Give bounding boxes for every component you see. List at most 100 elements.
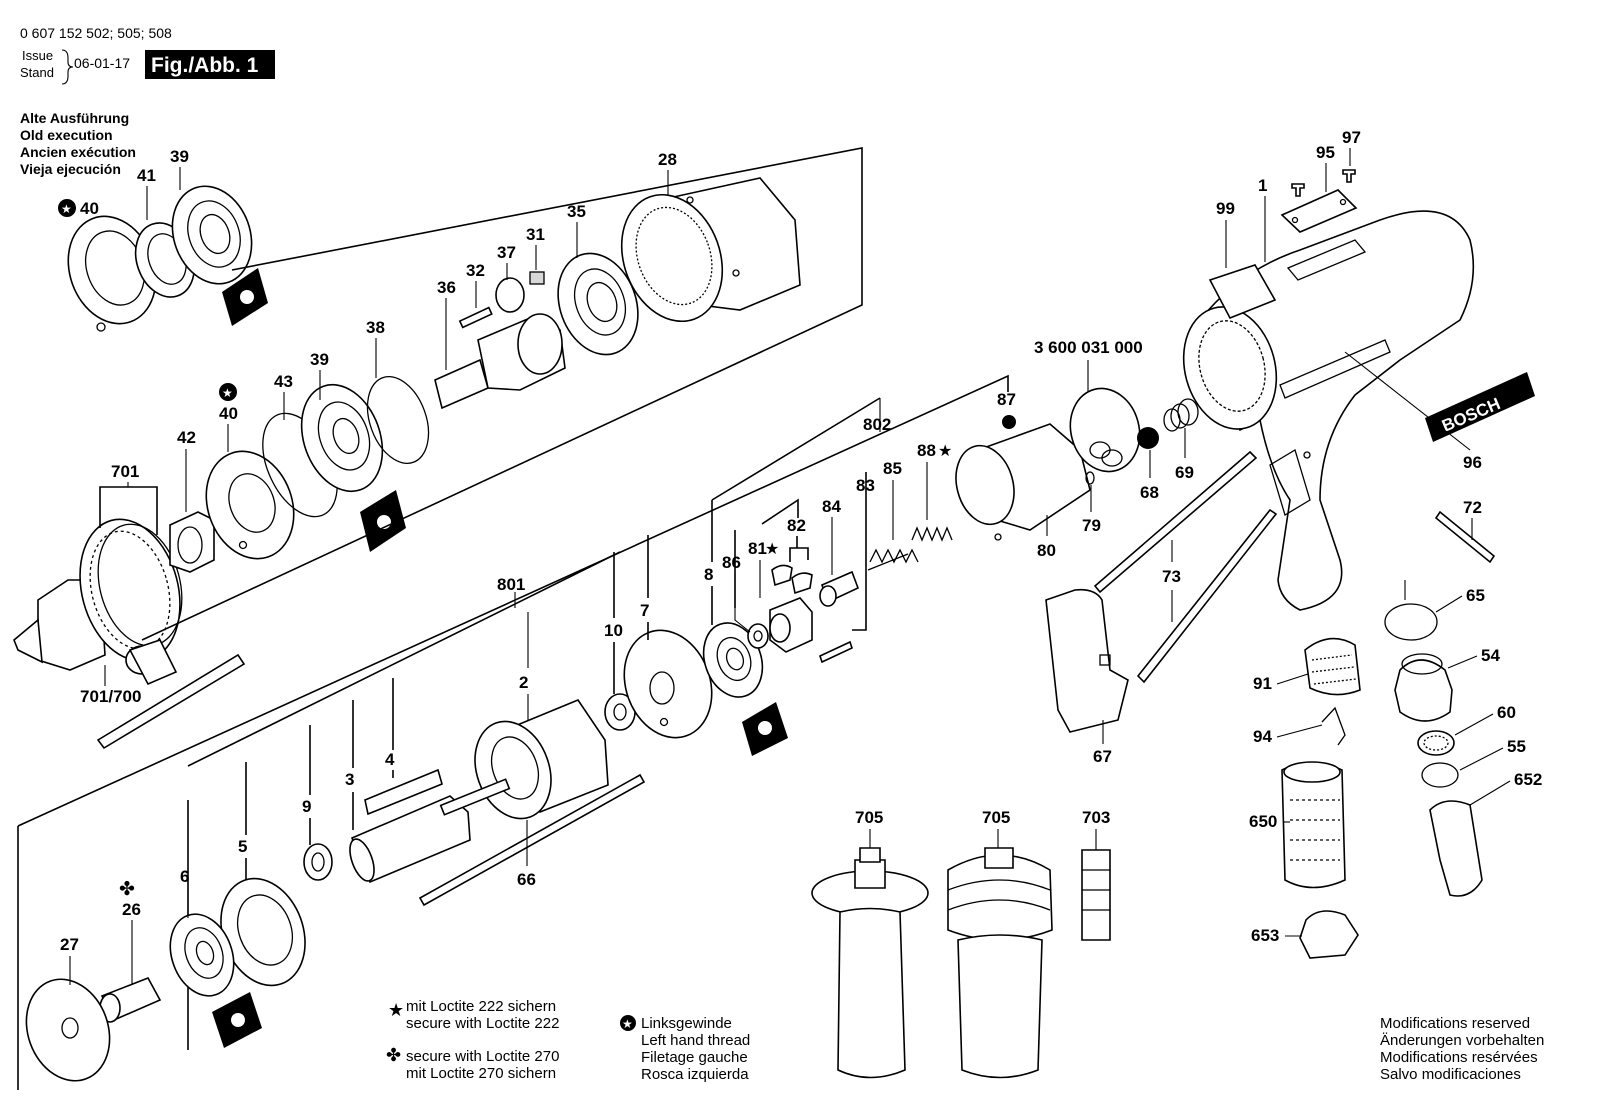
- pin-73b: [1136, 508, 1278, 684]
- leader-91: [1276, 673, 1309, 685]
- star-icon: ★: [765, 541, 779, 558]
- nipple-653: [1299, 910, 1359, 959]
- ball-68: [1137, 427, 1159, 449]
- label-37: 37: [497, 243, 516, 262]
- drill-chuck-701: [13, 518, 183, 671]
- loctite270-de: mit Loctite 270 sichern: [406, 1065, 556, 1082]
- leader-652: [1469, 780, 1511, 806]
- modifications-en: Modifications reserved: [1380, 1015, 1530, 1032]
- label-39: 39: [310, 350, 329, 369]
- vane-4: [364, 768, 443, 816]
- leader-54: [1447, 655, 1478, 669]
- label-3: 3: [345, 770, 354, 789]
- label-8: 8: [704, 565, 713, 584]
- spacer-9: [303, 843, 333, 881]
- label-82: 82: [787, 516, 806, 535]
- label-87: 87: [997, 390, 1016, 409]
- seal-86: [747, 623, 769, 649]
- loctite222-de: mit Loctite 222 sichern: [406, 998, 556, 1015]
- label-10: 10: [604, 621, 623, 640]
- label-650: 650: [1249, 812, 1277, 831]
- star-icon: ★: [388, 1000, 404, 1020]
- label-40-old: 40: [80, 199, 99, 218]
- leader-60: [1454, 713, 1494, 736]
- ring-nut-40: [205, 450, 295, 560]
- label-7: 7: [640, 601, 649, 620]
- label-705a: 705: [855, 808, 883, 827]
- bearing-symbol-icon: [212, 992, 262, 1048]
- label-66: 66: [517, 870, 536, 889]
- main-axis-line: [17, 374, 1009, 827]
- valve-lever-82: [771, 564, 813, 595]
- side-handle-705a: [811, 847, 929, 1079]
- strainer-60: [1417, 730, 1455, 756]
- chuck-key-701-700: [96, 639, 246, 750]
- label-55: 55: [1507, 737, 1526, 756]
- label-79: 79: [1082, 516, 1101, 535]
- left-thread-en: Left hand thread: [641, 1032, 750, 1049]
- left-thread-icon: [58, 199, 76, 217]
- label-652: 652: [1514, 770, 1542, 789]
- trigger-67: [1045, 588, 1129, 733]
- label-9: 9: [302, 797, 311, 816]
- left-thread-star: ★: [622, 1017, 633, 1031]
- label-41: 41: [137, 166, 156, 185]
- label-65: 65: [1466, 586, 1485, 605]
- housing-1: [1182, 210, 1475, 611]
- issue-date: 06-01-17: [74, 55, 130, 71]
- ball-87: [1002, 415, 1016, 429]
- leader-94: [1276, 724, 1323, 738]
- label-701: 701: [111, 462, 139, 481]
- rotor-3: [349, 778, 511, 884]
- label-39-old: 39: [170, 147, 189, 166]
- left-thread-icon: [219, 383, 237, 401]
- ring-gear-housing-28: [620, 177, 801, 323]
- o-ring-65: [1384, 603, 1438, 641]
- clover-icon: ✤: [386, 1045, 401, 1065]
- label-701-700: 701/700: [80, 687, 141, 706]
- label-69: 69: [1175, 463, 1194, 482]
- label-85: 85: [883, 459, 902, 478]
- label-60: 60: [1497, 703, 1516, 722]
- label-95: 95: [1316, 143, 1335, 162]
- label-91: 91: [1253, 674, 1272, 693]
- label-83: 83: [856, 476, 875, 495]
- end-plate-5: [220, 877, 306, 987]
- label-31: 31: [526, 225, 545, 244]
- label-28: 28: [658, 150, 677, 169]
- label-94: 94: [1253, 727, 1272, 746]
- bosch-logo-96: BOSCH: [1425, 372, 1535, 442]
- leader-86: [734, 574, 751, 633]
- leader-55: [1459, 747, 1504, 771]
- label-86: 86: [722, 553, 741, 572]
- valve-sleeve-80: [955, 423, 1091, 541]
- bearing-39: [300, 383, 384, 493]
- spring-88: [911, 526, 953, 542]
- left-thread-star: ★: [61, 202, 72, 216]
- pinion-26: [99, 976, 162, 1023]
- pin-73a: [1093, 450, 1258, 594]
- stud-703: [1081, 849, 1111, 941]
- bearing-8: [702, 622, 764, 698]
- label-68: 68: [1140, 483, 1159, 502]
- label-5: 5: [238, 837, 247, 856]
- bearing-symbol-icon: [742, 702, 788, 756]
- old-execution-de: Alte Ausführung: [20, 110, 129, 126]
- spring-85: [867, 548, 919, 571]
- label-42: 42: [177, 428, 196, 447]
- figure-label-box: [145, 50, 275, 79]
- left-thread-star: ★: [222, 386, 233, 400]
- screw-97-icon: [1291, 169, 1356, 197]
- label-36: 36: [437, 278, 456, 297]
- label-6: 6: [180, 867, 189, 886]
- label-35: 35: [567, 202, 586, 221]
- label-88: 88: [917, 441, 936, 460]
- valve-body-81: [769, 597, 813, 653]
- filter-91: [1304, 637, 1361, 696]
- leader-82: [761, 498, 809, 562]
- spring-69: [1163, 398, 1199, 432]
- issue-brace: [61, 49, 74, 85]
- bracket-83: [852, 472, 867, 631]
